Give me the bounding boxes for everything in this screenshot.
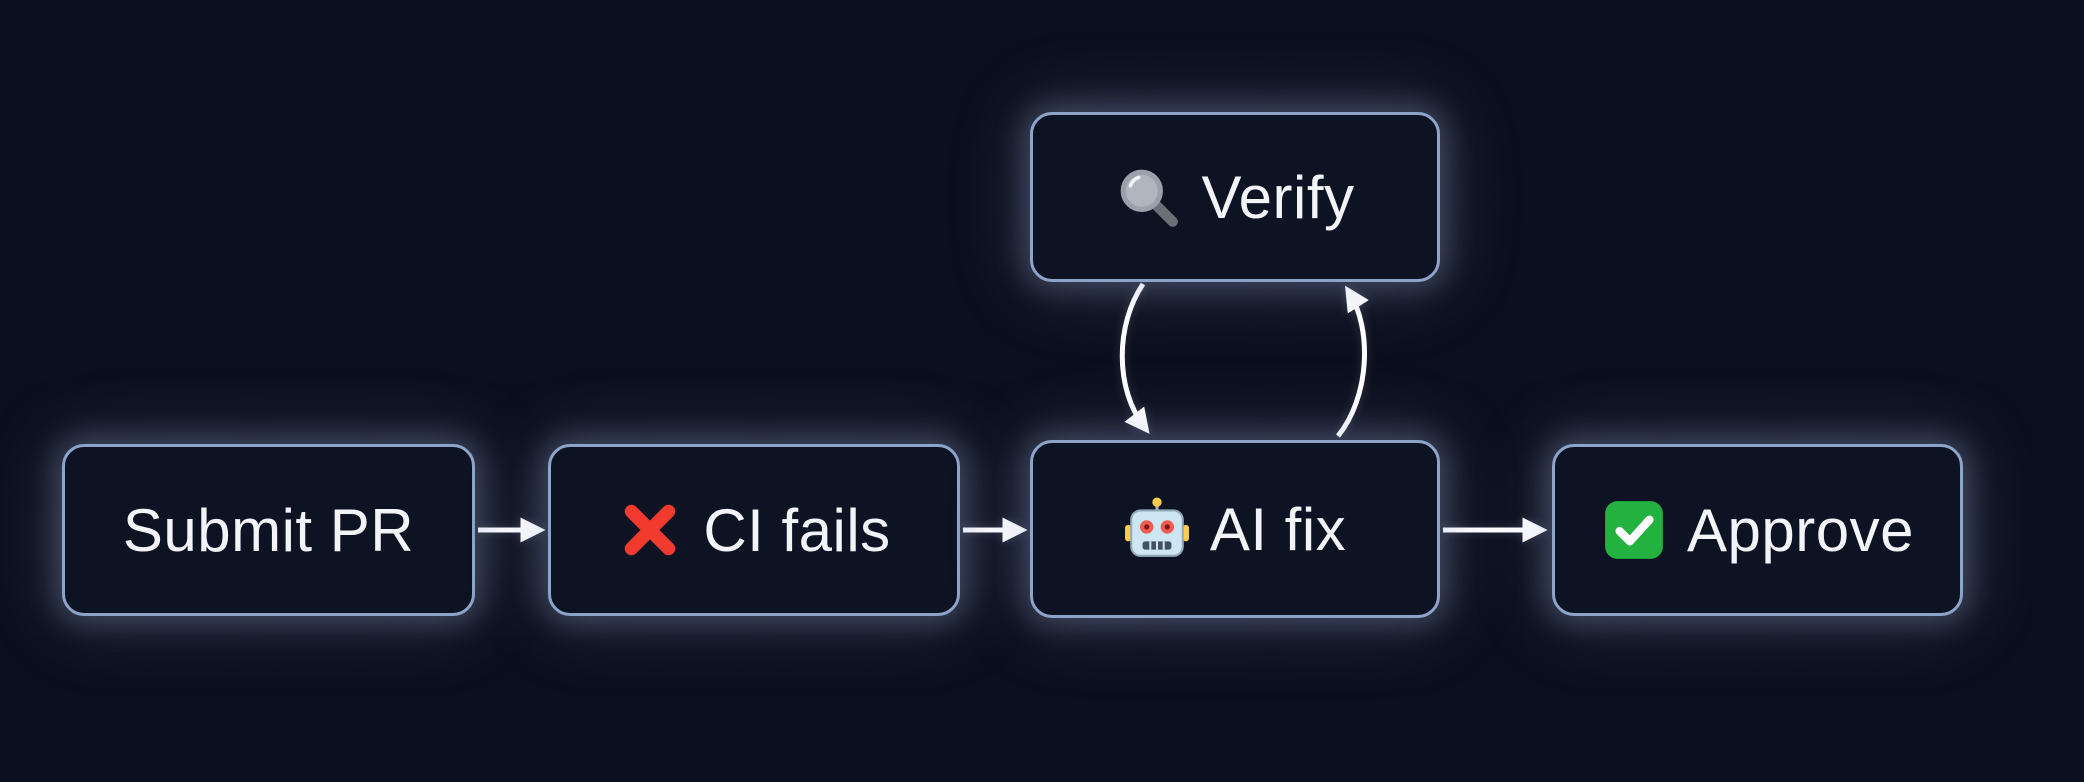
node-approve: Approve xyxy=(1552,444,1963,616)
node-label-ci-fails: CI fails xyxy=(703,496,891,564)
check-mark-icon xyxy=(1601,497,1667,563)
node-verify: Verify xyxy=(1030,112,1440,282)
magnifying-glass-icon xyxy=(1115,164,1181,230)
robot-icon xyxy=(1124,496,1190,562)
node-submit-pr: Submit PR xyxy=(62,444,475,616)
node-ci-fails: CI fails xyxy=(548,444,960,616)
node-label-submit-pr: Submit PR xyxy=(122,496,415,564)
node-label-verify: Verify xyxy=(1201,163,1355,231)
cross-mark-icon xyxy=(617,497,683,563)
node-ai-fix: AI fix xyxy=(1030,440,1440,618)
node-label-ai-fix: AI fix xyxy=(1209,495,1347,563)
node-label-approve: Approve xyxy=(1687,496,1914,564)
edge-verify-to-aifix xyxy=(1119,282,1150,434)
edge-aifix-to-verify xyxy=(1336,285,1369,438)
